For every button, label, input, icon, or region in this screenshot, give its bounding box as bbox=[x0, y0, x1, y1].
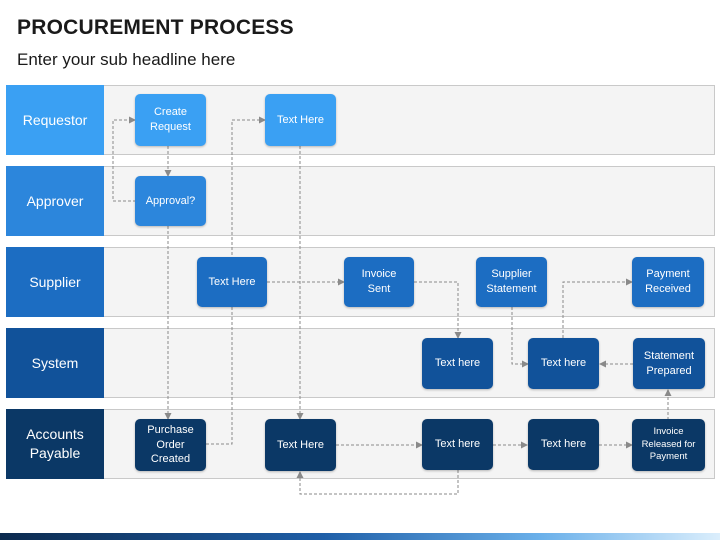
system-text-box-2: Text here bbox=[528, 338, 599, 389]
supplier-text-box: Text Here bbox=[197, 257, 267, 307]
connector-invoice-sent-to-system bbox=[414, 281, 462, 339]
ap-text-box-1: Text Here bbox=[265, 419, 336, 471]
invoice-released-box: Invoice Released for Payment bbox=[632, 419, 705, 471]
connector-system-to-payment-received bbox=[562, 278, 633, 338]
lane-label-supplier: Supplier bbox=[6, 247, 104, 317]
payment-received-box: Payment Received bbox=[632, 257, 704, 307]
invoice-sent-box: Invoice Sent bbox=[344, 257, 414, 307]
lane-label-requestor: Requestor bbox=[6, 85, 104, 155]
statement-prepared-box: Statement Prepared bbox=[633, 338, 705, 389]
system-text-box-1: Text here bbox=[422, 338, 493, 389]
connector-ap-text2-loop-back bbox=[296, 470, 459, 495]
supplier-statement-box: Supplier Statement bbox=[476, 257, 547, 307]
connector-supplier-statement-to-system bbox=[511, 307, 529, 368]
ap-text-box-2: Text here bbox=[422, 419, 493, 470]
page-title: PROCUREMENT PROCESS bbox=[17, 16, 294, 39]
requestor-text-box: Text Here bbox=[265, 94, 336, 146]
lane-label-system: System bbox=[6, 328, 104, 398]
purchase-order-box: Purchase Order Created bbox=[135, 419, 206, 471]
page-subtitle: Enter your sub headline here bbox=[17, 50, 236, 69]
connector-approval-to-create bbox=[112, 116, 136, 202]
lane-label-accounts-payable: Accounts Payable bbox=[6, 409, 104, 479]
lane-label-approver: Approver bbox=[6, 166, 104, 236]
approval-box: Approval? bbox=[135, 176, 206, 226]
ap-text-box-3: Text here bbox=[528, 419, 599, 470]
create-request-box: Create Request bbox=[135, 94, 206, 146]
footer-gradient-bar bbox=[0, 533, 720, 540]
lane-approver bbox=[6, 166, 715, 236]
